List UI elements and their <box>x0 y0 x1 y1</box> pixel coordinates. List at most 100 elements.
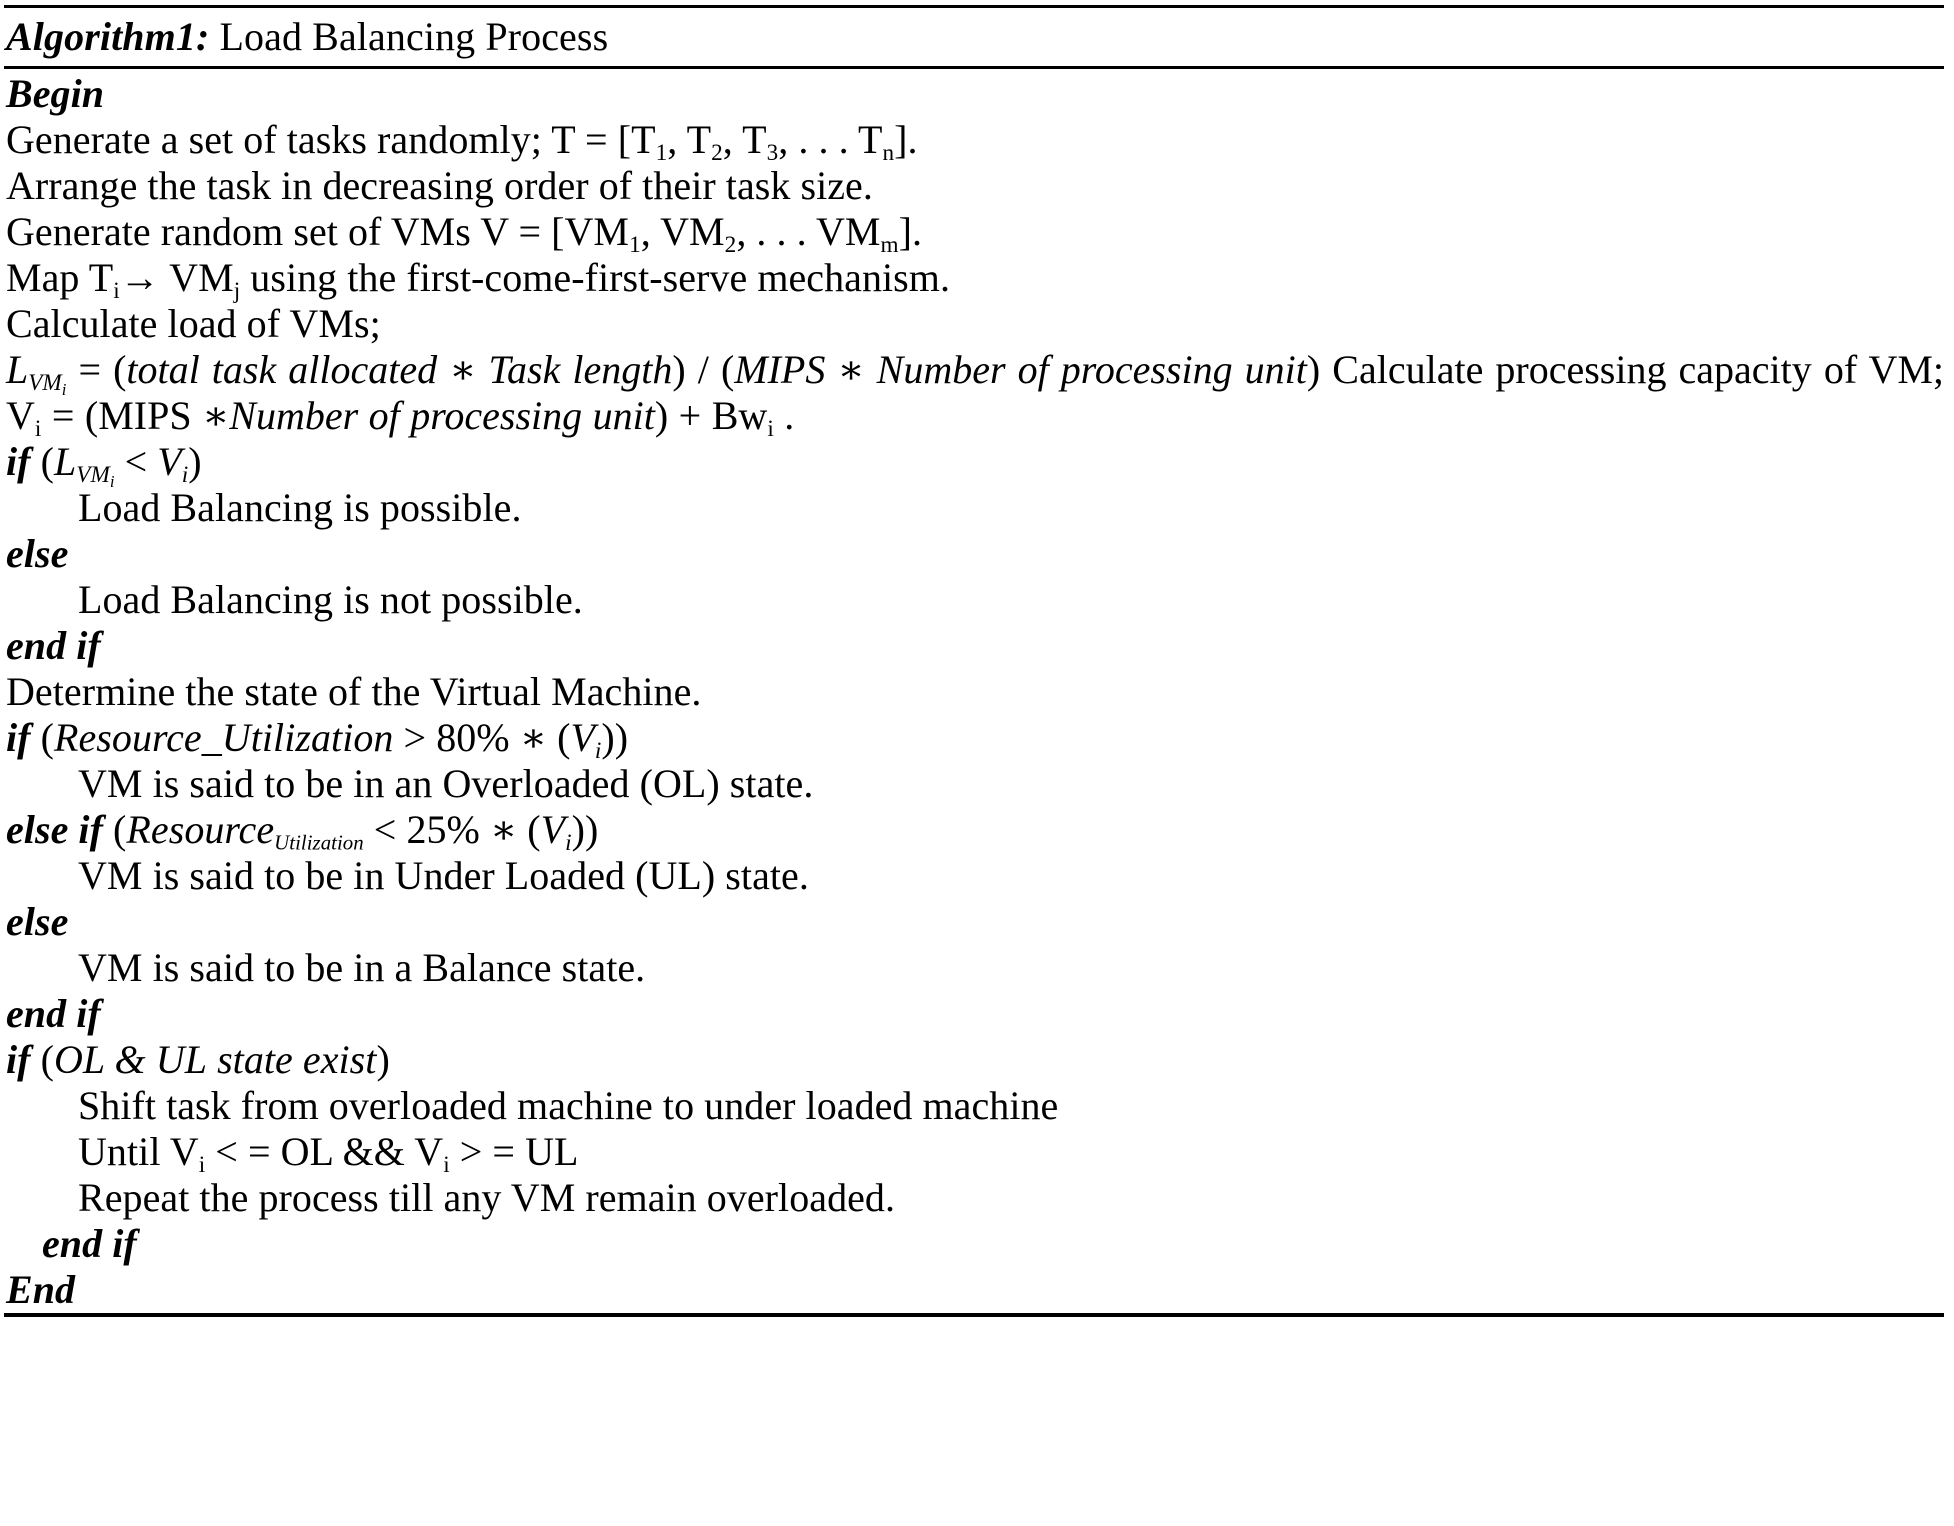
line-vm-underloaded: VM is said to be in Under Loaded (UL) st… <box>78 853 809 898</box>
if-keyword-3: if <box>6 1037 31 1082</box>
if-L-sub-vm: VM <box>76 461 110 488</box>
line-if-ol-ul: if (OL & UL state exist) <box>6 1037 1944 1083</box>
algorithm-title-text: Load Balancing Process <box>219 14 609 59</box>
else-if-close-paren: )) <box>571 807 599 852</box>
V-symbol-2: V <box>540 807 566 852</box>
map-sub-j: j <box>233 277 241 304</box>
if-L: L <box>53 439 77 484</box>
line-if-load: if (LVMi < Vi) <box>6 439 1944 490</box>
algorithm-block: Algorithm1: Load Balancing Process Begin… <box>0 5 1954 1526</box>
task-sub-2: 2 <box>711 139 723 166</box>
formula-L-sub-i: i <box>61 379 67 399</box>
line-until: Until Vi < = OL && Vi > = UL <box>6 1129 1944 1178</box>
formula-tail-star: ∗ <box>202 393 230 438</box>
task-end: ]. <box>894 117 918 162</box>
line-map-tasks: Map Ti→ VMj using the first-come-first-s… <box>6 255 1944 304</box>
V-sub-i-1: i <box>594 737 602 764</box>
line-else-1: else <box>6 531 1944 577</box>
formula-tail-dot: . <box>773 393 795 438</box>
arrow-icon: → <box>119 255 160 300</box>
bottom-rule <box>4 1313 1944 1317</box>
line-end: End <box>6 1267 1944 1313</box>
resource-utilization-2: Resource <box>126 807 275 852</box>
line-repeat: Repeat the process till any VM remain ov… <box>78 1175 896 1220</box>
if-keyword-2: if <box>6 715 31 760</box>
formula-tail-close: ) + Bw <box>654 393 768 438</box>
end-keyword: End <box>6 1267 76 1312</box>
if-V-sub-i: i <box>181 461 189 488</box>
if-less-than: < <box>124 439 148 484</box>
until-end: > = UL <box>449 1129 579 1174</box>
vm-sep-2: , . . . VM <box>736 209 881 254</box>
line-end-if-2: end if <box>6 991 1944 1037</box>
if-close-paren-2: )) <box>601 715 629 760</box>
line-else-2: else <box>6 899 1944 945</box>
until-sub-i-2: i <box>443 1151 450 1178</box>
line-end-if-1: end if <box>6 623 1944 669</box>
formula-star-2: ∗ <box>837 347 865 392</box>
resource-utilization-1: Resource_Utilization <box>53 715 394 760</box>
until-sub-i-1: i <box>198 1151 206 1178</box>
if-close-paren-1: ) <box>188 439 202 484</box>
end-if-keyword-1: end if <box>6 623 101 668</box>
formula-divide: ) / ( <box>672 347 735 392</box>
map-rest: using the first-come-first-serve mechani… <box>240 255 950 300</box>
line-vm-overloaded: VM is said to be in an Overloaded (OL) s… <box>78 761 814 806</box>
map-start: Map T <box>6 255 114 300</box>
if-L-sub-i: i <box>109 471 115 491</box>
formula-star-1: ∗ <box>449 347 477 392</box>
line-end-if-3: end if <box>6 1221 1944 1267</box>
else-keyword-2: else <box>6 899 69 944</box>
line-vm-balance: VM is said to be in a Balance state. <box>78 945 646 990</box>
formula-term-proc-unit: Number of processing unit <box>876 347 1307 392</box>
algorithm-label: Algorithm1: <box>6 14 210 59</box>
line-determine-state: Determine the state of the Virtual Machi… <box>6 669 702 714</box>
line-generate-tasks: Generate a set of tasks randomly; T = [T… <box>6 117 1944 166</box>
formula-tail-sub-i: i <box>34 415 42 442</box>
task-sub-3: 3 <box>766 139 779 166</box>
if-keyword-1: if <box>6 439 31 484</box>
formula-close-paren: ) <box>1306 347 1321 392</box>
task-sep-1: , T <box>667 117 712 162</box>
line-lb-not-possible: Load Balancing is not possible. <box>78 577 583 622</box>
ol-ul-condition: OL & UL <box>53 1037 207 1082</box>
V-sub-i-2: i <box>565 829 572 856</box>
end-if-keyword-3: end if <box>42 1221 137 1266</box>
algorithm-body: Begin Generate a set of tasks randomly; … <box>4 69 1944 1313</box>
formula-term-task-length: Task length <box>488 347 673 392</box>
line-arrange-tasks: Arrange the task in decreasing order of … <box>6 163 873 208</box>
v-open-paren-1: ( <box>557 715 571 760</box>
less-than-2: < <box>373 807 397 852</box>
line-begin: Begin <box>6 71 1944 117</box>
formula-term-total-task: total task allocated <box>126 347 438 392</box>
star-3: ∗ <box>519 715 547 760</box>
generate-tasks-text: Generate a set of tasks randomly; T = [T <box>6 117 656 162</box>
formula-tail-bw-sub: i <box>767 415 774 442</box>
threshold-80: 80% <box>436 715 510 760</box>
v-open-paren-2: ( <box>527 807 541 852</box>
vm-sub-2: 2 <box>724 231 737 258</box>
map-vm: VM <box>159 255 234 300</box>
line-else-if-underloaded: else if (ResourceUtilization < 25% ∗ (Vi… <box>6 807 1944 856</box>
if-open-paren-2: ( <box>40 715 54 760</box>
else-keyword-1: else <box>6 531 69 576</box>
V-symbol-1: V <box>570 715 595 760</box>
task-sep-2: , T <box>722 117 767 162</box>
vm-sub-m: m <box>880 231 899 258</box>
line-lb-possible: Load Balancing is possible. <box>78 485 522 530</box>
line-calculate-load: Calculate load of VMs; <box>6 301 381 346</box>
threshold-25: 25% <box>406 807 480 852</box>
task-sub-1: 1 <box>655 139 668 166</box>
if-close-paren-3: ) <box>376 1037 390 1082</box>
if-open-paren-3: ( <box>40 1037 54 1082</box>
end-if-keyword-2: end if <box>6 991 101 1036</box>
top-rule <box>4 5 1944 8</box>
greater-than-1: > <box>403 715 427 760</box>
state-exist-condition: state exist <box>217 1037 377 1082</box>
formula-L-sub-vm: VM <box>28 369 62 396</box>
formula-term-mips: MIPS <box>734 347 826 392</box>
begin-keyword: Begin <box>6 71 105 116</box>
formula-open-paren: ( <box>113 347 127 392</box>
utilization-subscript: Utilization <box>274 831 364 855</box>
vm-end: ]. <box>898 209 923 254</box>
